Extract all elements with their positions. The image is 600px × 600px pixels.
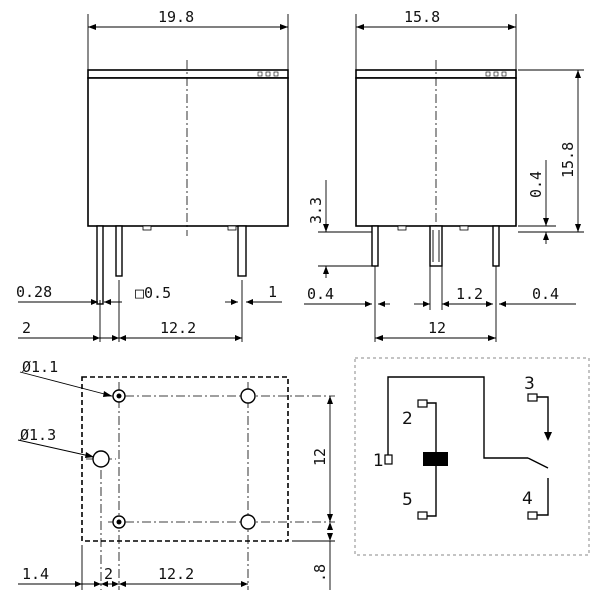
pin-number-3: 3	[524, 374, 535, 394]
dim-side-width: 15.8	[404, 8, 440, 26]
side-pin-left	[371, 225, 379, 267]
pin-number-4: 4	[522, 489, 533, 509]
dim-pcb-row-span: 12	[311, 448, 329, 466]
dim-pcb-col-offset: 2	[104, 565, 113, 583]
dim-hole-large: Ø1.3	[20, 426, 56, 444]
dim-front-pin-span: 12.2	[160, 319, 196, 337]
dim-side-pin-offset-left: 0.4	[307, 285, 334, 303]
dim-pcb-col-span: 12.2	[158, 565, 194, 583]
dim-pcb-left-margin: 1.4	[22, 565, 49, 583]
dim-pin-width-small: 1	[268, 283, 277, 301]
front-body	[87, 77, 289, 227]
front-pin-3	[237, 225, 247, 277]
dim-front-width: 19.8	[158, 8, 194, 26]
hole-top-right	[240, 388, 256, 404]
footprint-outline	[81, 376, 289, 542]
dim-pin-length: 3.3	[307, 197, 325, 224]
dim-hole-small: Ø1.1	[22, 358, 58, 376]
side-view: 15.8 15.8 0.4 3.3	[304, 8, 584, 342]
dim-side-pin-span: 12	[428, 319, 446, 337]
front-pin-2	[115, 225, 123, 277]
front-pin-1	[96, 225, 104, 305]
dim-front-pin-offset: 2	[22, 319, 31, 337]
side-pin-right	[492, 225, 500, 267]
pcb-footprint: Ø1.1 Ø1.3 12 .8 1.4 2 12.2	[17, 358, 335, 590]
hole-bottom-right	[240, 514, 256, 530]
hole-common	[92, 450, 110, 468]
dim-standoff: 0.4	[527, 171, 545, 198]
side-pin-center	[429, 225, 443, 267]
wiring-schematic: 1 2 3 4 5	[354, 357, 590, 556]
pin-number-5: 5	[402, 490, 413, 510]
dim-height: 15.8	[559, 142, 577, 178]
dim-side-pin-gap: 1.2	[456, 285, 483, 303]
front-view: 19.8 0.28 □0.5 1 2 12.2	[16, 8, 289, 342]
dim-pin-square: □0.5	[135, 284, 171, 302]
pin-number-2: 2	[402, 409, 413, 429]
coil-symbol	[423, 452, 448, 466]
dim-pin-thickness: 0.28	[16, 283, 52, 301]
pin-number-1: 1	[373, 451, 384, 471]
dim-pcb-bottom-margin: .8	[311, 564, 329, 582]
schematic-frame	[354, 357, 590, 556]
dim-side-pin-offset-right: 0.4	[532, 285, 559, 303]
